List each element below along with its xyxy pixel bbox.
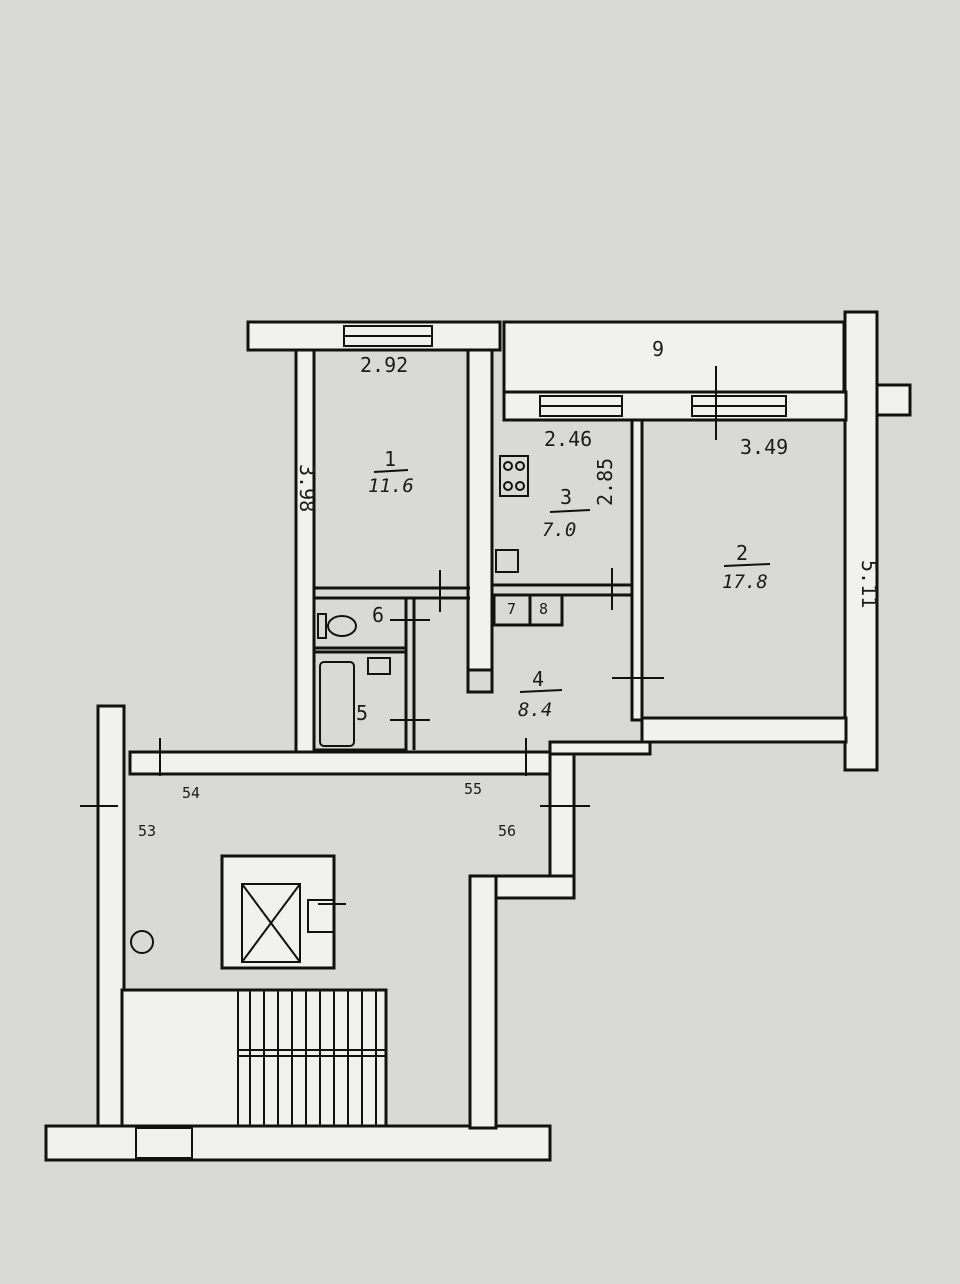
room-1-number: 1 bbox=[384, 447, 396, 471]
room-7-number: 7 bbox=[507, 600, 516, 618]
corridor-wall-right bbox=[548, 740, 652, 756]
windows bbox=[135, 325, 787, 1159]
balcony-9-outline bbox=[502, 320, 846, 394]
apartment-54: 54 bbox=[182, 784, 200, 802]
room-3-width: 2.46 bbox=[544, 427, 592, 451]
stove-icon bbox=[499, 455, 529, 497]
apartment-55: 55 bbox=[464, 780, 482, 798]
stair-right-wall-upper bbox=[548, 752, 576, 888]
kitchen-sink-icon bbox=[495, 549, 519, 573]
chute-icon bbox=[130, 930, 154, 954]
stair-step-wall bbox=[494, 874, 576, 900]
room-3-area: 7.0 bbox=[542, 519, 576, 541]
room-2-number: 2 bbox=[736, 541, 748, 565]
toilet-icon bbox=[327, 615, 357, 637]
fixtures bbox=[130, 455, 529, 970]
room-1-area: 11.6 bbox=[368, 475, 414, 497]
room-5-number: 5 bbox=[356, 701, 368, 725]
bottom-wall-room-2 bbox=[640, 716, 848, 744]
wall-room1-room3 bbox=[466, 348, 494, 672]
window-stairwell bbox=[135, 1127, 193, 1159]
room-labels: 2.92 3.98 1 11.6 9 3.49 5.11 2 17.8 2.46… bbox=[295, 337, 881, 725]
right-outer-wall bbox=[843, 310, 879, 772]
wall-room3-room2 bbox=[630, 418, 644, 722]
closet-8 bbox=[528, 593, 564, 627]
room-2-width: 3.49 bbox=[740, 435, 788, 459]
corridor-wall bbox=[128, 750, 552, 776]
balcony-number: 9 bbox=[652, 337, 664, 361]
apartment-53: 53 bbox=[138, 822, 156, 840]
room-6-number: 6 bbox=[372, 603, 384, 627]
left-wall-room-1 bbox=[294, 348, 316, 754]
room-4-number: 4 bbox=[532, 667, 544, 691]
stair-treads bbox=[237, 990, 377, 1126]
apartment-56: 56 bbox=[498, 822, 516, 840]
stair-left-wall bbox=[96, 704, 126, 1128]
elevator-cab-icon bbox=[241, 883, 301, 963]
room-2-area: 17.8 bbox=[722, 571, 768, 593]
bathtub-icon bbox=[319, 661, 355, 747]
room-1-length: 3.98 bbox=[295, 464, 319, 512]
stair-right-wall-lower bbox=[468, 874, 498, 1130]
room-3-length: 2.85 bbox=[593, 458, 617, 506]
room-8-number: 8 bbox=[539, 600, 548, 618]
door-marks bbox=[80, 366, 717, 905]
right-wall-stub bbox=[875, 383, 912, 417]
apartment-numbers: 54 53 55 56 bbox=[138, 780, 516, 840]
partitions bbox=[312, 583, 632, 752]
staircase bbox=[120, 988, 388, 1128]
room-4-area: 8.4 bbox=[518, 699, 552, 721]
stair-bottom-wall bbox=[44, 1124, 552, 1162]
room-1-width: 2.92 bbox=[360, 353, 408, 377]
washbasin-icon bbox=[367, 657, 391, 675]
room-3-number: 3 bbox=[560, 485, 572, 509]
room-2-length: 5.11 bbox=[857, 560, 881, 608]
